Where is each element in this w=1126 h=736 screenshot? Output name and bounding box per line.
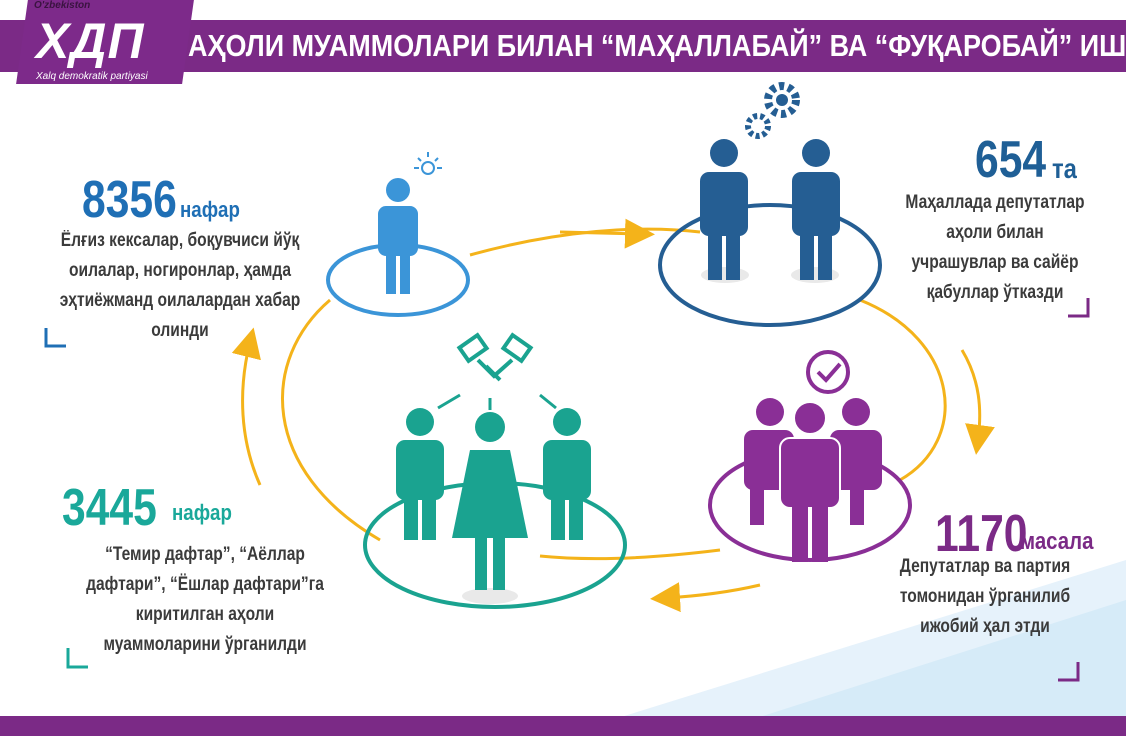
logo-mark: ХДП <box>36 13 145 69</box>
sun-idea-icon <box>414 152 442 175</box>
arrow-icon <box>559 218 655 249</box>
check-circle-icon <box>806 350 850 394</box>
handshake-icon <box>456 332 534 382</box>
person-icon <box>326 178 470 317</box>
stat-unit: масала <box>1020 528 1094 555</box>
person-icon <box>363 393 627 609</box>
arrow-icon <box>231 327 262 486</box>
stat-unit: нафар <box>172 500 232 525</box>
stat-unit: та <box>1052 153 1077 184</box>
corner-bracket-icon <box>44 298 1090 682</box>
stat-value: 654 <box>975 131 1047 189</box>
stat-unit: нафар <box>180 197 240 222</box>
cycle-arrows <box>231 218 995 613</box>
stat-value: 1170 <box>935 505 1028 563</box>
arrow-icon <box>650 582 761 613</box>
logo-country-text: O'zbekiston <box>34 0 91 11</box>
stat-value: 8356 <box>82 171 177 229</box>
gears-icon <box>745 82 800 139</box>
cycle-ring <box>281 227 947 560</box>
person-icon <box>708 398 912 562</box>
page-title: АҲОЛИ МУАММОЛАРИ БИЛАН “МАҲАЛЛАБАЙ” ВА “… <box>188 28 1126 63</box>
stat-value: 3445 <box>62 479 157 537</box>
person-icon <box>658 139 882 327</box>
footer-band <box>0 716 1126 736</box>
arrow-icon <box>960 349 995 455</box>
logo-party-name: Xalq demokratik partiyasi <box>36 71 148 82</box>
